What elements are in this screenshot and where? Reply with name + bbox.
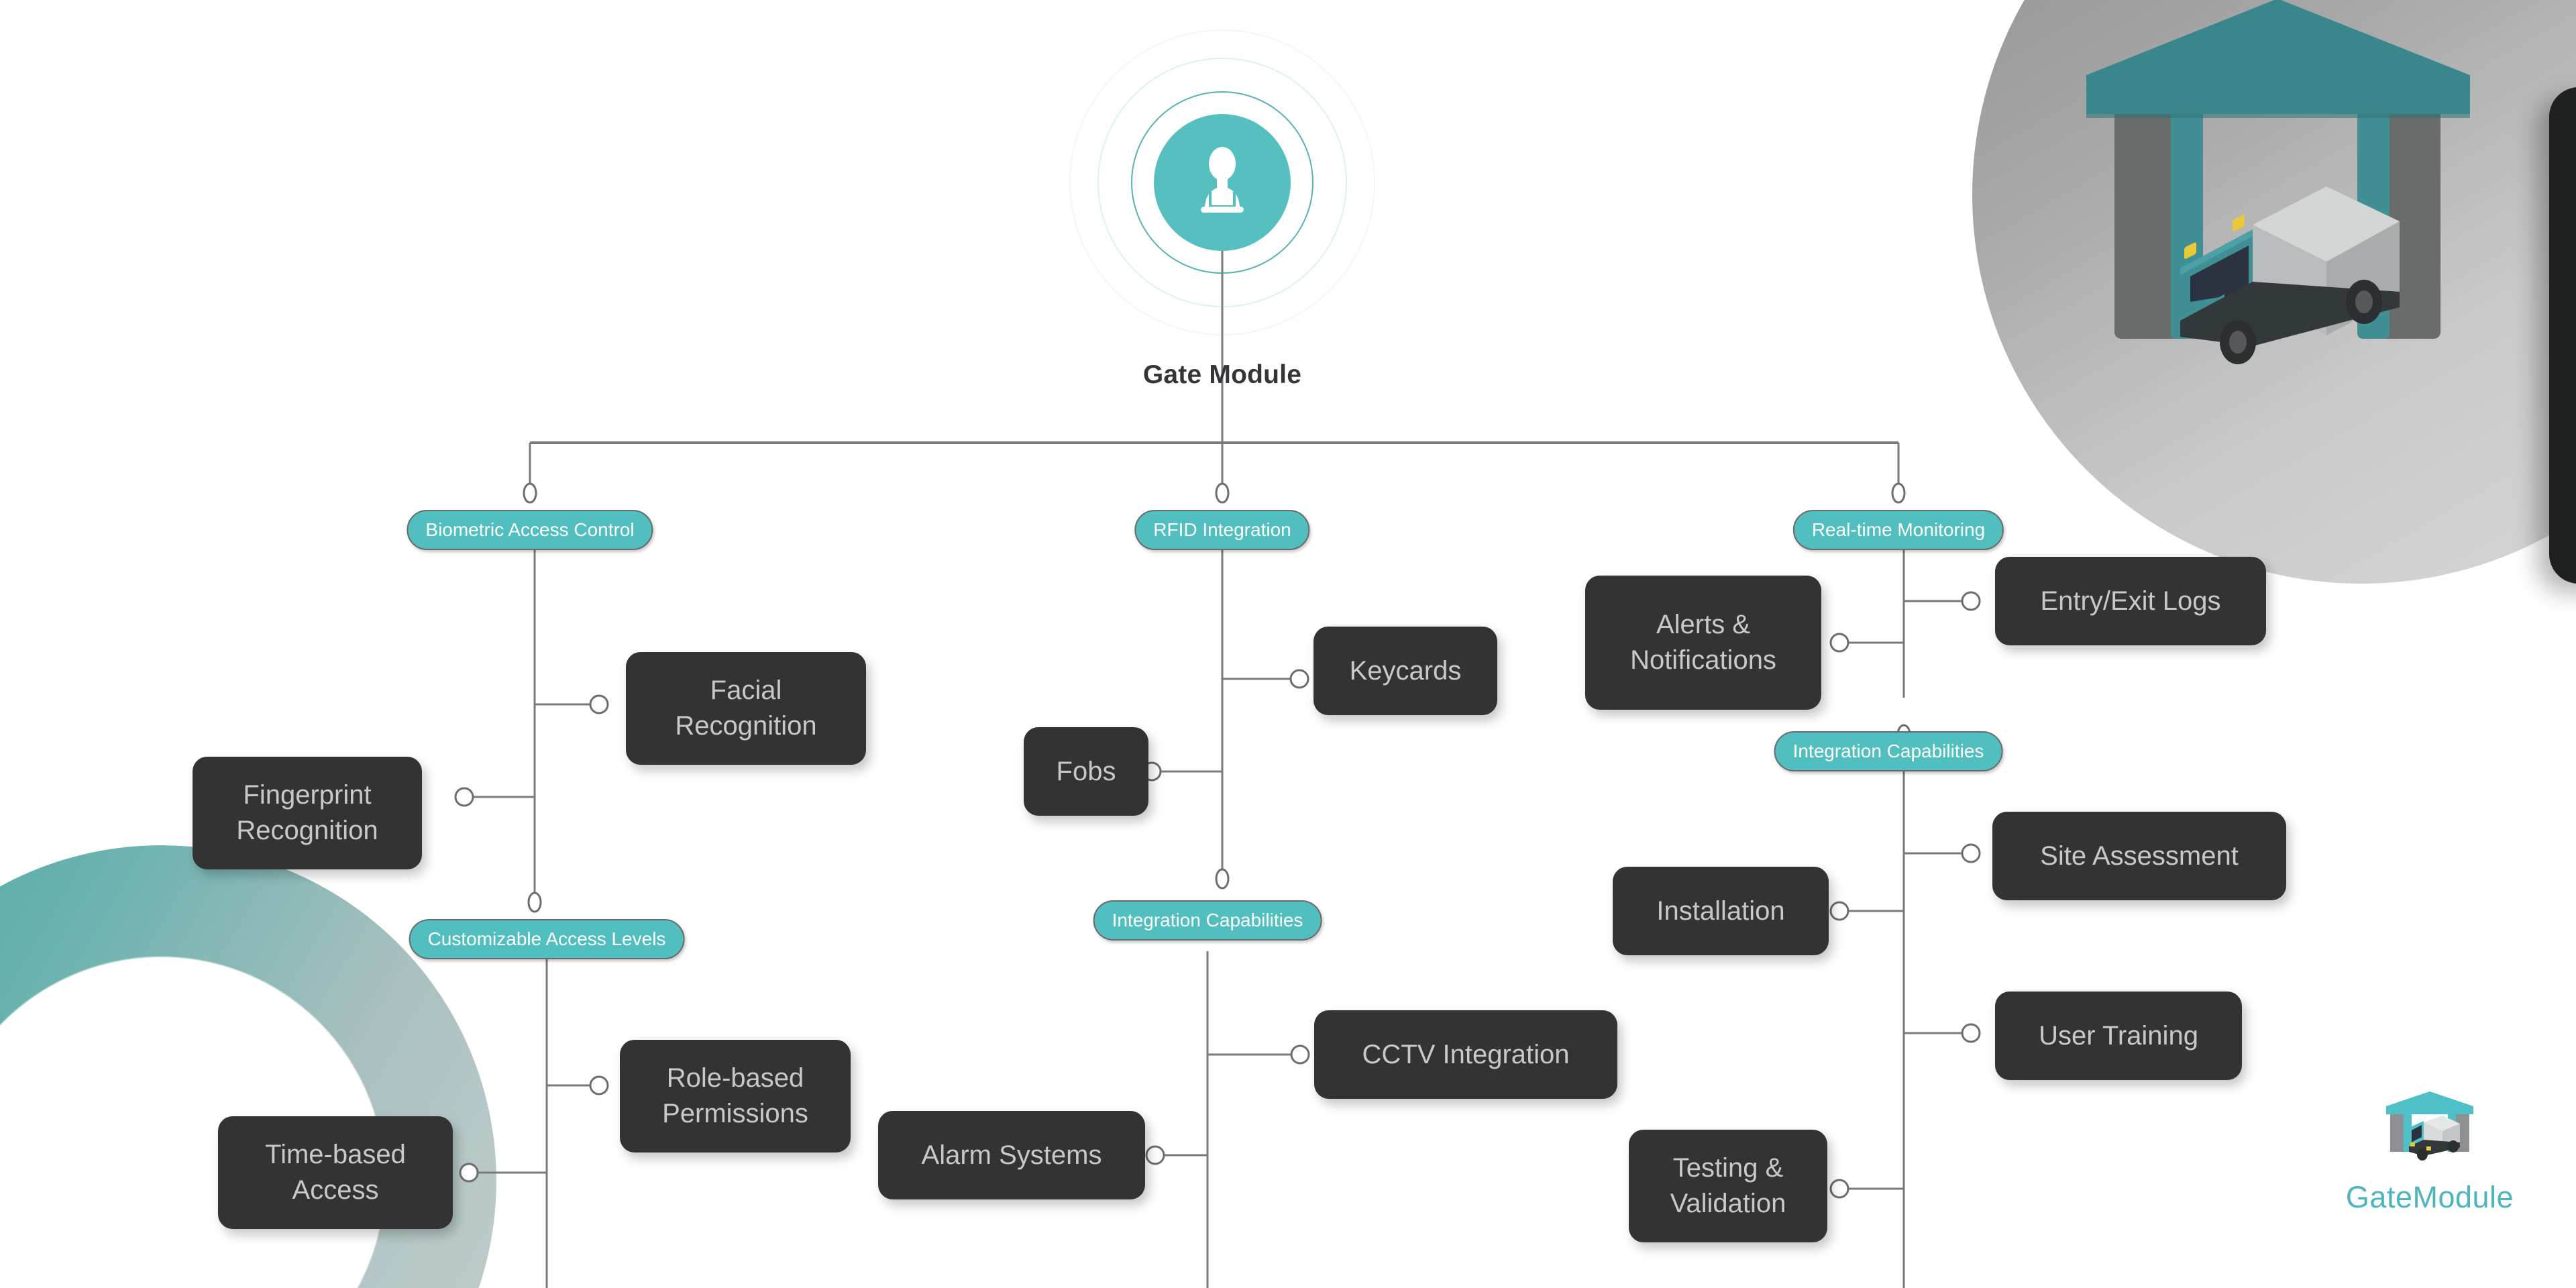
hub-ring-inner [1131,91,1313,274]
branch-realtime-monitoring[interactable]: Real-time Monitoring [1792,510,2004,550]
leaf-cctv-integration[interactable]: CCTV Integration [1314,1010,1617,1099]
hub-ring-outer [1069,30,1375,335]
branch-integration-capabilities-right[interactable]: Integration Capabilities [1774,731,2003,771]
leaf-keycards[interactable]: Keycards [1313,627,1497,715]
leaf-alarm-systems[interactable]: Alarm Systems [878,1111,1145,1199]
leaf-alerts-notifications[interactable]: Alerts & Notifications [1585,576,1821,710]
leaf-facial-recognition[interactable]: Facial Recognition [626,652,866,765]
leaf-fobs[interactable]: Fobs [1024,727,1148,816]
brand-name: GateModule [2345,1180,2514,1214]
brand-logo: GateModule [2346,1090,2514,1215]
gate-canopy-truck-icon [2386,1091,2473,1161]
branch-rfid-integration[interactable]: RFID Integration [1134,510,1310,550]
leaf-role-based-permissions[interactable]: Role-based Permissions [620,1040,851,1152]
branch-customizable-access-levels[interactable]: Customizable Access Levels [409,919,685,959]
leaf-site-assessment[interactable]: Site Assessment [1992,812,2286,900]
leaf-entry-exit-logs[interactable]: Entry/Exit Logs [1995,557,2266,645]
hub-ring-middle [1097,58,1347,307]
leaf-testing-validation[interactable]: Testing & Validation [1629,1130,1827,1242]
page-title: Gate Module [1142,360,1302,389]
leaf-user-training[interactable]: User Training [1995,991,2242,1080]
leaf-installation[interactable]: Installation [1613,867,1829,955]
branch-biometric-access-control[interactable]: Biometric Access Control [407,510,653,550]
leaf-fingerprint-recognition[interactable]: Fingerprint Recognition [193,757,422,869]
branch-integration-capabilities-middle[interactable]: Integration Capabilities [1093,900,1322,941]
leaf-time-based-access[interactable]: Time-based Access [218,1116,453,1229]
warehouse-gate-truck-illustration [2086,0,2470,364]
root-node-disc [1154,114,1291,251]
person-at-desk-icon [1201,147,1244,213]
